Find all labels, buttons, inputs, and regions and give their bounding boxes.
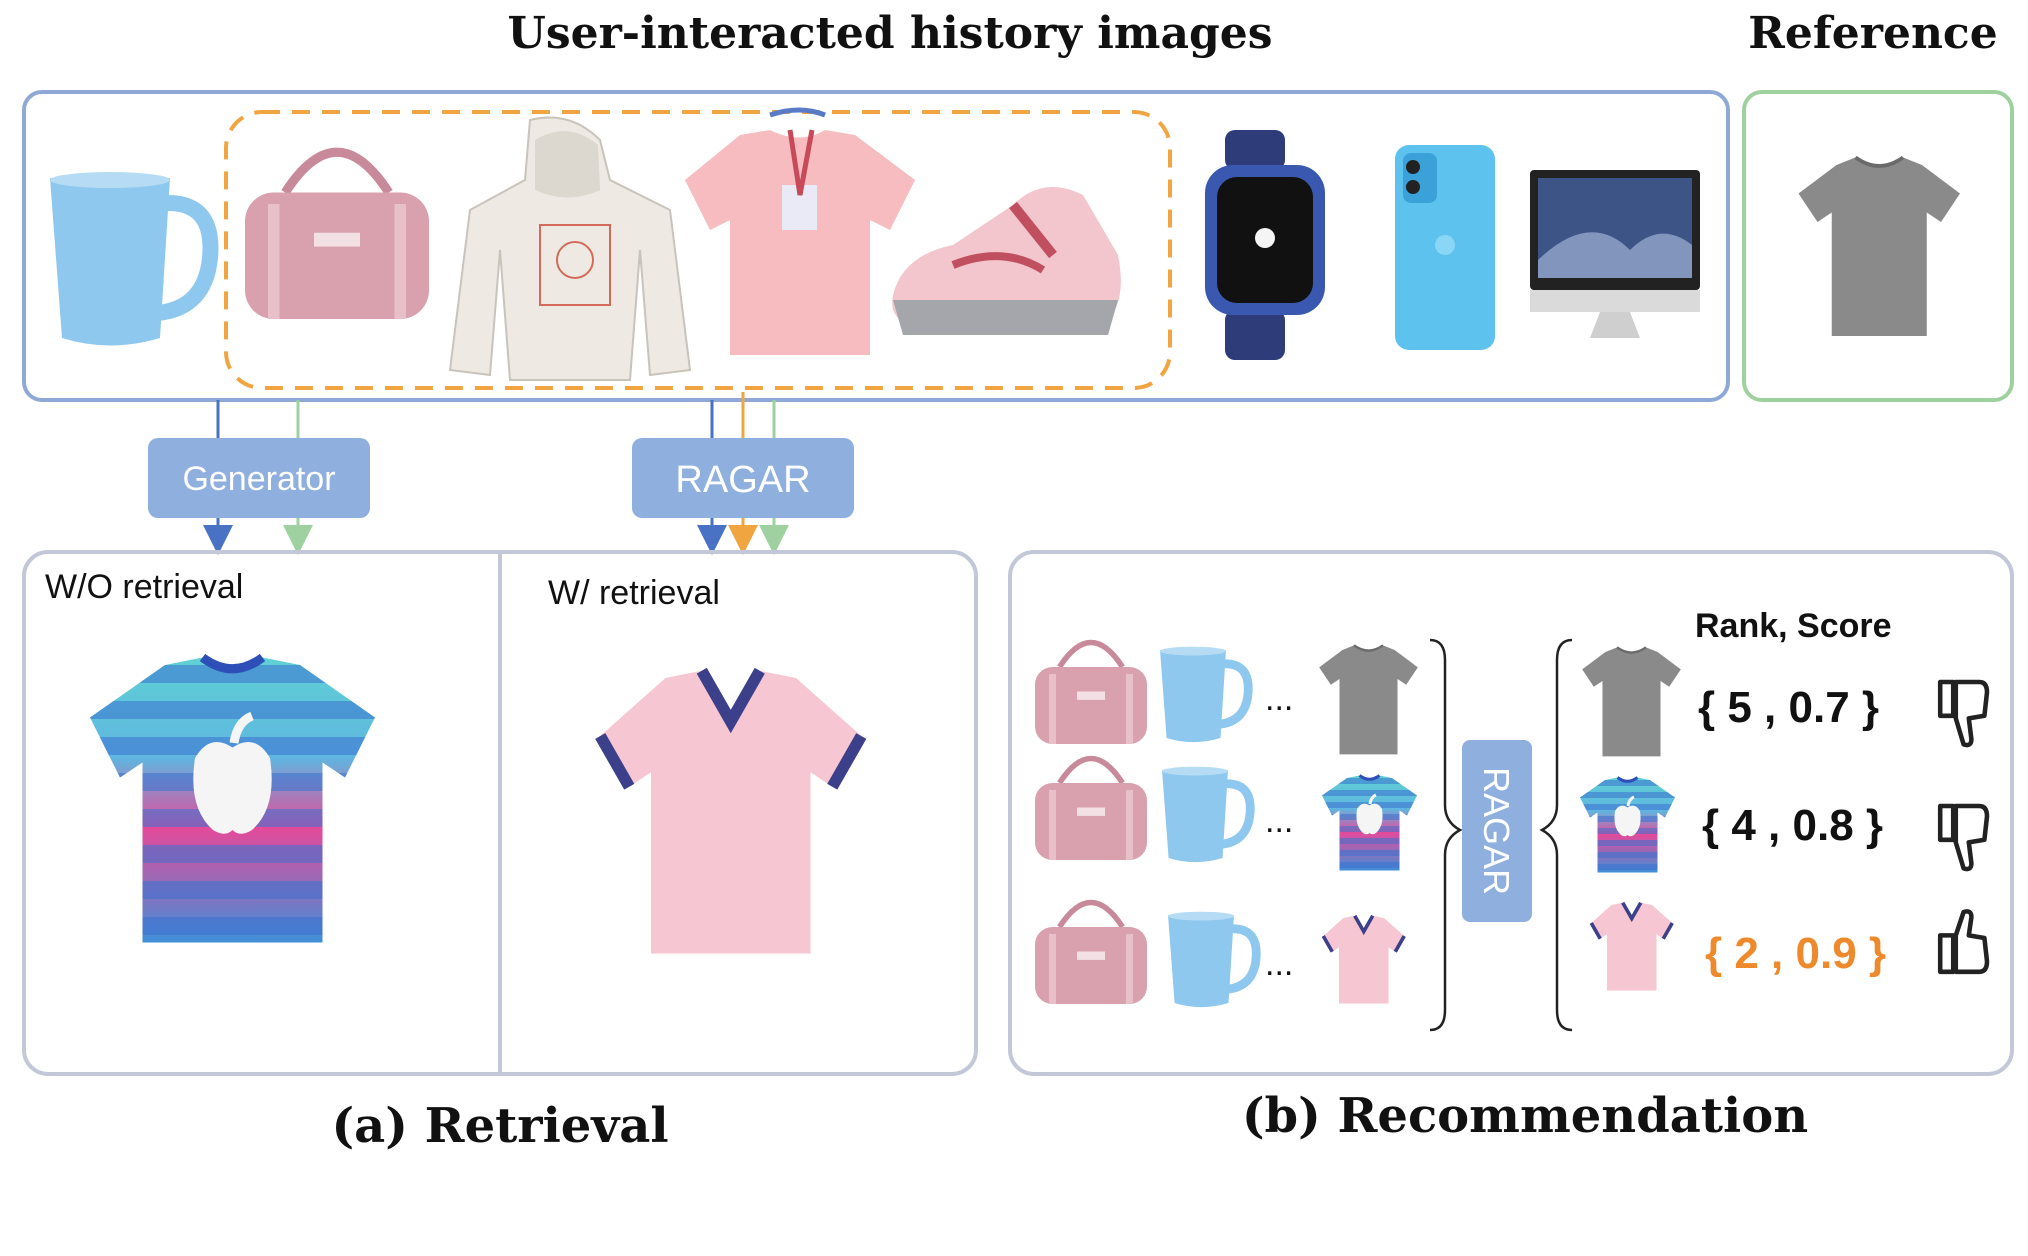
- reference-title: Reference: [1748, 8, 1997, 59]
- ranked1-gray-tshirt-image: [1581, 646, 1682, 758]
- right-brace: [1429, 638, 1463, 1032]
- without-retrieval-label: W/O retrieval: [45, 568, 243, 606]
- tshirt-image: [685, 107, 915, 355]
- recommendation-panel: [1008, 550, 2014, 1076]
- rank-score-header: Rank, Score: [1695, 607, 1892, 645]
- row3-pink-tshirt-image: [1321, 913, 1407, 1006]
- generated-tshirt-with-retrieval: [600, 671, 861, 954]
- candidate-row-2: ...: [1035, 759, 1419, 872]
- reference-tshirt-image: [1796, 155, 1962, 338]
- selected-history-group: [224, 110, 1172, 390]
- ranked1-score: { 5 , 0.7 }: [1698, 683, 1879, 732]
- ragar-vertical-module: RAGAR: [1462, 740, 1532, 922]
- row3-bag-image: [1035, 903, 1147, 1005]
- mug-image: [50, 172, 210, 346]
- candidate-row-3: ...: [1035, 903, 1407, 1008]
- history-title: User-interacted history images: [507, 8, 1272, 59]
- ranked2-jersey-image: [1578, 776, 1677, 874]
- row1-ellipsis: ...: [1265, 680, 1293, 718]
- generator-label: Generator: [182, 460, 335, 498]
- smartwatch-image: [1205, 130, 1325, 360]
- row2-mug-image: [1162, 767, 1250, 862]
- row1-mug-image: [1160, 647, 1248, 742]
- ragar-module: RAGAR: [632, 438, 854, 518]
- ranked-row-2: { 4 , 0.8 }: [1578, 776, 1987, 874]
- with-retrieval-label: W/ retrieval: [548, 574, 720, 612]
- history-panel: [22, 90, 1730, 402]
- thumbs-up-icon: [1940, 911, 1987, 971]
- row3-ellipsis: ...: [1265, 945, 1293, 983]
- row2-jersey-image: [1320, 774, 1419, 872]
- reference-panel: [1742, 90, 2014, 402]
- row2-ellipsis: ...: [1265, 802, 1293, 840]
- recommendation-caption: (b) Recommendation: [1242, 1088, 1808, 1144]
- ragar-vertical-label: RAGAR: [1476, 767, 1517, 895]
- hoodie-image: [448, 116, 692, 381]
- left-brace: [1539, 638, 1573, 1032]
- duffel-bag-image: [245, 152, 429, 319]
- row2-bag-image: [1035, 759, 1147, 861]
- row3-mug-image: [1168, 912, 1256, 1007]
- generated-jersey-without-retrieval: [90, 658, 375, 943]
- candidate-row-1: ...: [1035, 643, 1419, 756]
- phone-image: [1395, 145, 1495, 350]
- ranked-row-1: { 5 , 0.7 }: [1581, 646, 1987, 758]
- ragar-label: RAGAR: [675, 459, 810, 501]
- row1-gray-tshirt-image: [1318, 644, 1419, 756]
- retrieval-caption: (a) Retrieval: [331, 1098, 668, 1154]
- thumbs-down-icon: [1940, 806, 1987, 869]
- row1-bag-image: [1035, 643, 1147, 745]
- thumbs-down-icon: [1940, 682, 1987, 745]
- ranked3-pink-tshirt-image: [1589, 900, 1675, 993]
- ranked3-score: { 2 , 0.9 }: [1705, 929, 1886, 978]
- sneaker-image: [892, 187, 1121, 335]
- ranked2-score: { 4 , 0.8 }: [1702, 801, 1883, 850]
- ranked-row-3: { 2 , 0.9 }: [1589, 900, 1987, 993]
- desktop-computer-image: [1530, 170, 1700, 338]
- generator-module: Generator: [148, 438, 370, 518]
